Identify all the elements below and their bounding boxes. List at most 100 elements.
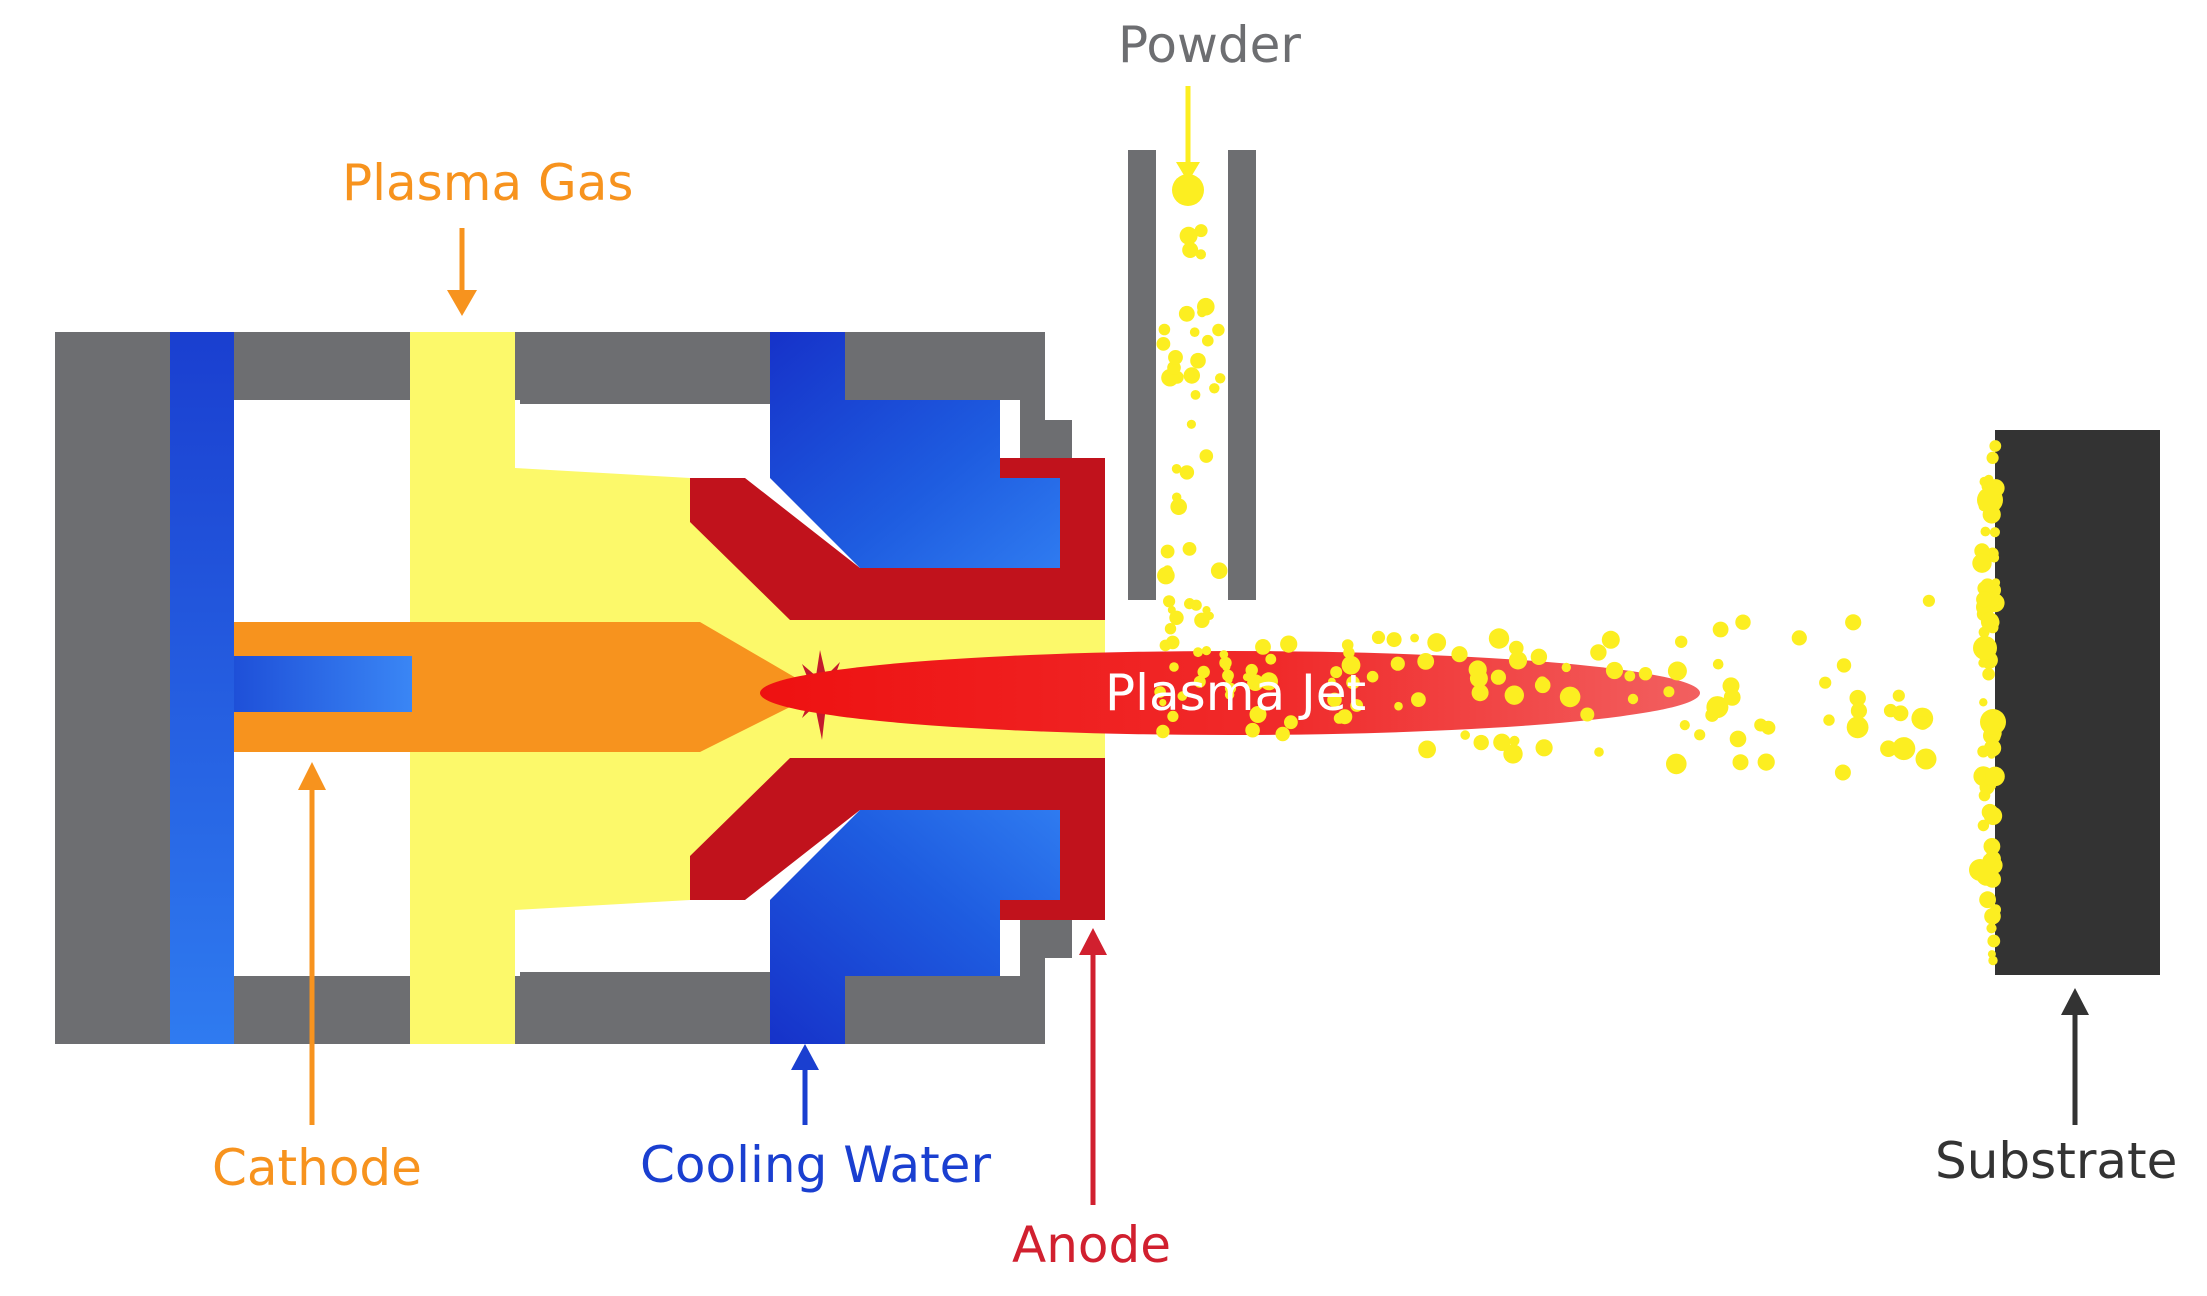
powder-particle bbox=[1460, 730, 1470, 740]
powder-particle bbox=[1490, 669, 1506, 685]
powder-particle bbox=[1182, 242, 1199, 258]
cathode-body bbox=[170, 332, 820, 1044]
powder-particle bbox=[1222, 663, 1231, 672]
powder-particle bbox=[1706, 696, 1729, 719]
powder-particle bbox=[1624, 670, 1636, 682]
powder-particle bbox=[1209, 383, 1220, 394]
coating-particle bbox=[1988, 955, 1998, 966]
powder-particle bbox=[1580, 707, 1595, 722]
coating-particle bbox=[1980, 709, 2006, 735]
powder-particle bbox=[1601, 630, 1620, 649]
powder-particle bbox=[1179, 465, 1195, 480]
powder-particle bbox=[1723, 689, 1741, 706]
coating-particle bbox=[1989, 440, 2002, 452]
powder-particle bbox=[1169, 662, 1179, 672]
powder-particle bbox=[1892, 689, 1905, 702]
powder-particle bbox=[1171, 464, 1182, 474]
powder-particle bbox=[1427, 633, 1447, 652]
powder-particle bbox=[1170, 498, 1187, 515]
powder-particle bbox=[1189, 327, 1200, 338]
powder-particle bbox=[1732, 754, 1749, 771]
coating-particle bbox=[1987, 750, 1996, 759]
powder-particle bbox=[1850, 702, 1867, 719]
coating-particle bbox=[1989, 552, 2000, 563]
powder-particle bbox=[1186, 419, 1196, 429]
coating-particle bbox=[1983, 838, 2001, 855]
powder-particle bbox=[1167, 710, 1179, 723]
coating-particle bbox=[1983, 806, 2003, 826]
powder-particle bbox=[1159, 639, 1172, 652]
powder-particle bbox=[1197, 297, 1215, 316]
powder-particle bbox=[1754, 718, 1768, 732]
powder-particle bbox=[1177, 691, 1188, 701]
coating-particle bbox=[1980, 578, 1996, 594]
powder-particle bbox=[1210, 562, 1228, 579]
powder-particle bbox=[1883, 703, 1898, 718]
powder-particle bbox=[1534, 677, 1551, 694]
powder-particle bbox=[1823, 714, 1835, 726]
powder-particle bbox=[1834, 764, 1851, 781]
powder-particle bbox=[1197, 665, 1210, 679]
powder-arrow bbox=[1176, 86, 1200, 182]
coating-particle bbox=[1972, 553, 1992, 573]
coating-particle bbox=[1987, 950, 1996, 959]
coating-particle bbox=[1986, 923, 1997, 934]
powder-particle bbox=[1712, 658, 1724, 670]
powder-particle bbox=[1488, 628, 1510, 649]
powder-particle bbox=[1193, 647, 1203, 658]
powder-particle bbox=[1156, 724, 1170, 739]
powder-particle bbox=[1590, 644, 1607, 661]
coating-particle bbox=[1979, 891, 1996, 909]
powder-particle bbox=[1504, 685, 1525, 705]
powder-particle bbox=[1791, 630, 1807, 646]
powder-particle bbox=[1638, 667, 1653, 681]
coating-particle bbox=[1976, 591, 1992, 608]
powder-particle bbox=[1193, 675, 1206, 688]
powder-particle bbox=[1508, 651, 1528, 670]
powder-particle bbox=[1493, 733, 1511, 751]
powder-particle bbox=[1915, 748, 1937, 770]
powder-particle bbox=[1417, 653, 1435, 670]
powder-particle bbox=[1559, 686, 1581, 708]
powder-particle bbox=[1182, 542, 1197, 556]
powder-particle bbox=[1194, 224, 1208, 238]
powder-particle bbox=[1275, 726, 1290, 742]
powder-particle bbox=[1337, 709, 1353, 725]
powder-particle bbox=[1172, 174, 1204, 206]
powder-particle bbox=[1328, 677, 1336, 686]
powder-particle bbox=[1346, 675, 1360, 690]
powder-particle bbox=[1845, 614, 1862, 631]
powder-particle bbox=[1846, 716, 1869, 739]
coating-particle bbox=[1977, 819, 1990, 832]
powder-particle bbox=[1164, 623, 1177, 635]
coating-particle bbox=[1982, 667, 1995, 681]
powder-particle bbox=[1892, 737, 1916, 761]
powder-particle bbox=[1561, 662, 1572, 673]
powder-particle bbox=[1245, 663, 1258, 677]
powder-particle bbox=[1410, 633, 1419, 643]
powder-particle bbox=[1471, 684, 1489, 702]
plasma-gas-arrow bbox=[447, 228, 477, 316]
powder-particle bbox=[1605, 661, 1624, 680]
cathode-label: Cathode bbox=[212, 1139, 422, 1197]
powder-particle bbox=[1819, 676, 1832, 689]
cooling-water-arrow bbox=[791, 1044, 819, 1125]
powder-particle bbox=[1199, 449, 1214, 463]
powder-particle bbox=[1327, 692, 1342, 708]
powder-particle bbox=[1712, 621, 1729, 638]
coating-particle bbox=[1984, 908, 2001, 925]
powder-particle bbox=[1190, 352, 1206, 369]
powder-particle bbox=[1195, 249, 1206, 260]
powder-particle bbox=[1158, 323, 1171, 336]
powder-particle bbox=[1159, 699, 1167, 707]
powder-particle bbox=[1219, 650, 1229, 659]
powder-particle bbox=[1386, 632, 1402, 648]
powder-particle bbox=[1341, 655, 1361, 675]
powder-particle bbox=[1247, 674, 1264, 691]
cooling-water-channels bbox=[770, 332, 1060, 1044]
substrate-block bbox=[1995, 430, 2160, 975]
powder-particle bbox=[1249, 706, 1267, 723]
cooling-water-label: Cooling Water bbox=[640, 1136, 991, 1194]
powder-particle bbox=[1418, 740, 1436, 759]
coating-particle bbox=[1980, 612, 2000, 631]
